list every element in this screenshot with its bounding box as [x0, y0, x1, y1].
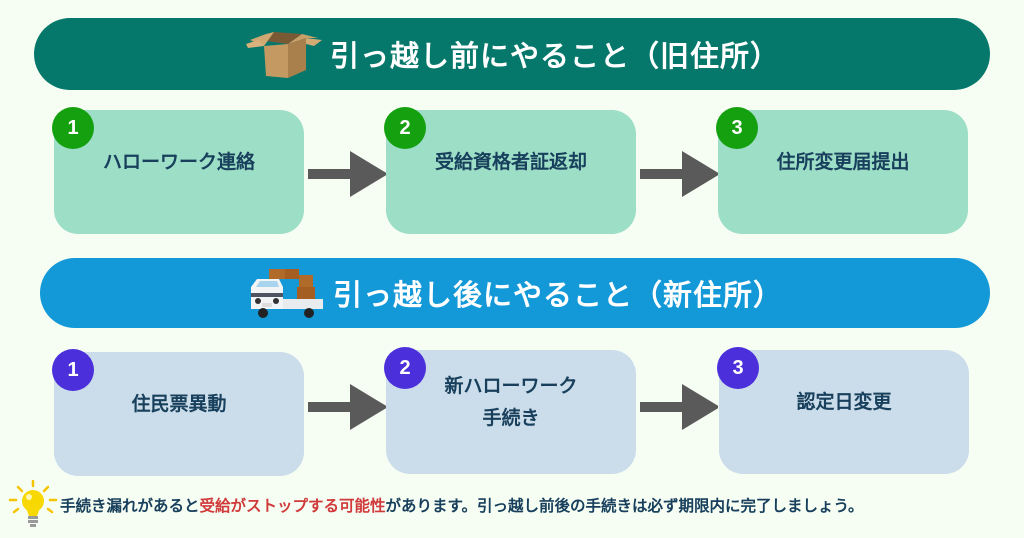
step-label: 受給資格者証返却: [434, 151, 587, 173]
step-label: ハローワーク連絡: [102, 151, 255, 173]
after-step-card: 2 新ハローワーク 手続き: [384, 347, 636, 474]
step-number-badge: 1: [52, 349, 94, 391]
step-number-badge: 3: [716, 107, 758, 149]
note-text: 手続き漏れがあると受給がストップする可能性があります。引っ越し前後の手続きは必ず…: [60, 494, 864, 516]
lightbulb-icon: [8, 480, 58, 527]
before-step-card: 3 住所変更届提出: [716, 107, 968, 234]
arrow-right-icon: [308, 151, 386, 197]
cardboard-box-icon: [245, 32, 322, 78]
before-step-card: 1 ハローワーク連絡: [52, 107, 304, 234]
step-label: 住所変更届提出: [776, 151, 910, 173]
arrow-right-icon: [640, 384, 718, 430]
after-step-card: 1 住民票異動: [52, 349, 304, 476]
note-warning-text: 受給がストップする可能性: [199, 497, 386, 515]
arrow-right-icon: [308, 384, 386, 430]
after-moving-title: 引っ越し後にやること（新住所）: [332, 278, 783, 312]
step-label: 新ハローワーク 手続き: [444, 375, 578, 429]
moving-truck-icon: [250, 269, 323, 318]
step-number-badge: 1: [52, 107, 94, 149]
after-moving-banner: 引っ越し後にやること（新住所）: [40, 258, 990, 328]
note-bar: 手続き漏れがあると受給がストップする可能性があります。引っ越し前後の手続きは必ず…: [8, 480, 1024, 530]
arrow-right-icon: [640, 151, 718, 197]
before-moving-title: 引っ越し前にやること（旧住所）: [329, 39, 780, 73]
step-label: 認定日変更: [796, 391, 892, 413]
before-step-card: 2 受給資格者証返却: [384, 107, 636, 234]
note-text-after: があります。引っ越し前後の手続きは必ず期限内に完了しましょう。: [385, 497, 864, 515]
before-moving-banner: 引っ越し前にやること（旧住所）: [34, 18, 990, 90]
note-text-before: 手続き漏れがあると: [60, 497, 200, 515]
step-label: 住民票異動: [131, 393, 227, 415]
step-number-badge: 2: [384, 347, 426, 389]
after-step-card: 3 認定日変更: [717, 347, 969, 474]
step-number-badge: 2: [384, 107, 426, 149]
step-number-badge: 3: [717, 347, 759, 389]
